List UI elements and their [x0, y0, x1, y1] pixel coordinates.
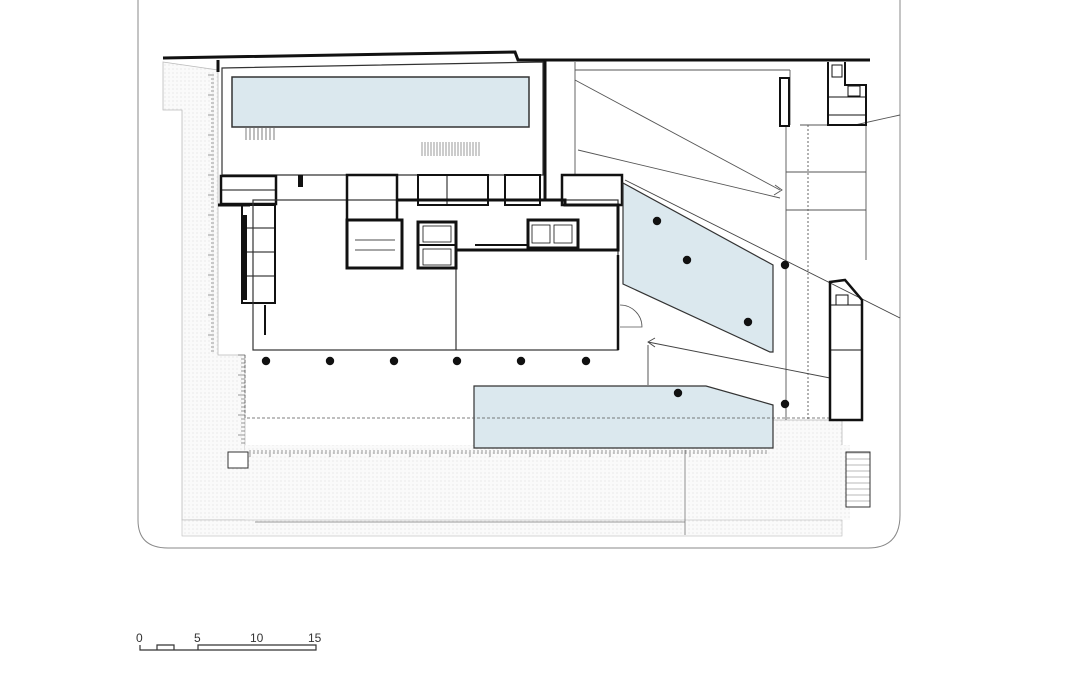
column	[389, 356, 399, 366]
scale-label-5: 5	[194, 631, 201, 645]
east-stair	[845, 451, 871, 508]
scale-label-10: 10	[250, 631, 264, 645]
north-perimeter-wall	[162, 50, 870, 72]
step-edge-ticks	[208, 74, 767, 457]
column	[452, 356, 462, 366]
building-core	[218, 173, 643, 351]
column	[516, 356, 526, 366]
column	[325, 356, 335, 366]
stair-hatch-upper	[421, 142, 480, 156]
diagonal-pool	[622, 181, 774, 353]
pool-steps	[245, 128, 275, 140]
column	[682, 255, 692, 265]
ramp-column	[779, 77, 790, 127]
upper-deck	[221, 60, 547, 200]
ramp-area	[574, 62, 901, 420]
site-boundary	[137, 0, 901, 549]
terrace-outline	[244, 355, 830, 419]
column	[780, 260, 790, 270]
column	[673, 388, 683, 398]
column	[261, 356, 271, 366]
structural-columns	[261, 216, 790, 409]
lower-pool	[473, 385, 774, 449]
scale-label-0: 0	[136, 631, 143, 645]
column	[581, 356, 591, 366]
paving-area	[162, 61, 850, 537]
scale-bar	[139, 644, 317, 651]
column	[780, 399, 790, 409]
scale-label-15: 15	[308, 631, 322, 645]
long-pool	[231, 76, 530, 128]
ne-utility-rooms	[827, 62, 867, 126]
east-annex	[828, 278, 864, 422]
column	[743, 317, 753, 327]
sw-block	[227, 451, 249, 469]
column	[652, 216, 662, 226]
